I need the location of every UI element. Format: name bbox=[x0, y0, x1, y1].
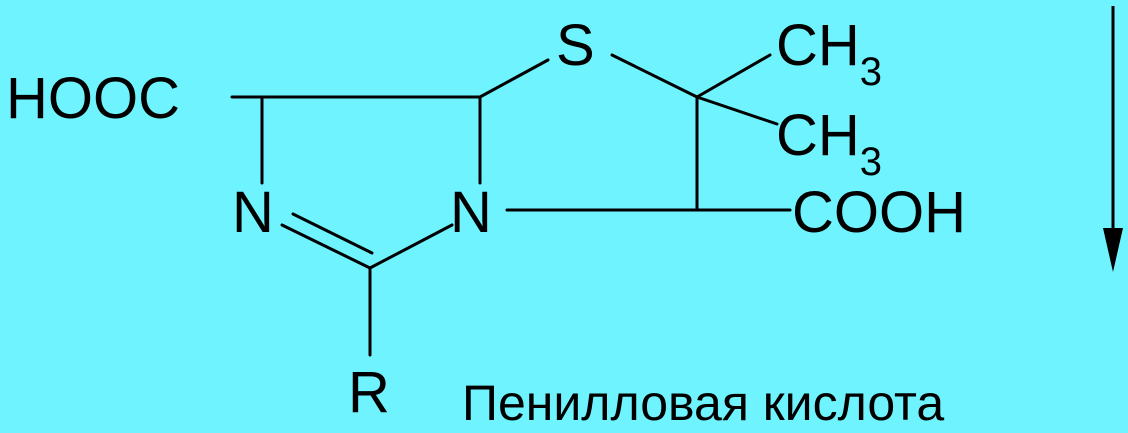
down-arrow-icon bbox=[1103, 6, 1123, 272]
bonds bbox=[230, 53, 792, 357]
atom-sulfur: S bbox=[556, 13, 595, 78]
atom-hooc: HOOC bbox=[6, 66, 180, 131]
bond-ca-s bbox=[478, 58, 550, 99]
compound-name-caption: Пенилловая кислота bbox=[462, 375, 944, 431]
arrow-head bbox=[1103, 228, 1123, 272]
bond-cq-methyl-2 bbox=[695, 95, 779, 126]
atom-labels: HOOC S CH3 CH3 N N COOH R bbox=[6, 13, 966, 425]
bond-s-cq bbox=[610, 53, 699, 99]
bond-n-left-c-double-2 bbox=[291, 212, 374, 255]
atom-methyl-1: CH3 bbox=[776, 13, 882, 94]
atom-methyl-2: CH3 bbox=[776, 103, 882, 184]
atom-cooh: COOH bbox=[792, 180, 966, 245]
bond-n-left-c-double-1 bbox=[280, 223, 372, 270]
atom-nitrogen-left: N bbox=[232, 180, 274, 245]
bond-c-n-bridge bbox=[368, 223, 454, 270]
atom-r-group: R bbox=[348, 360, 390, 425]
bond-cq-methyl-1 bbox=[695, 53, 772, 99]
atom-nitrogen-bridge: N bbox=[450, 180, 492, 245]
